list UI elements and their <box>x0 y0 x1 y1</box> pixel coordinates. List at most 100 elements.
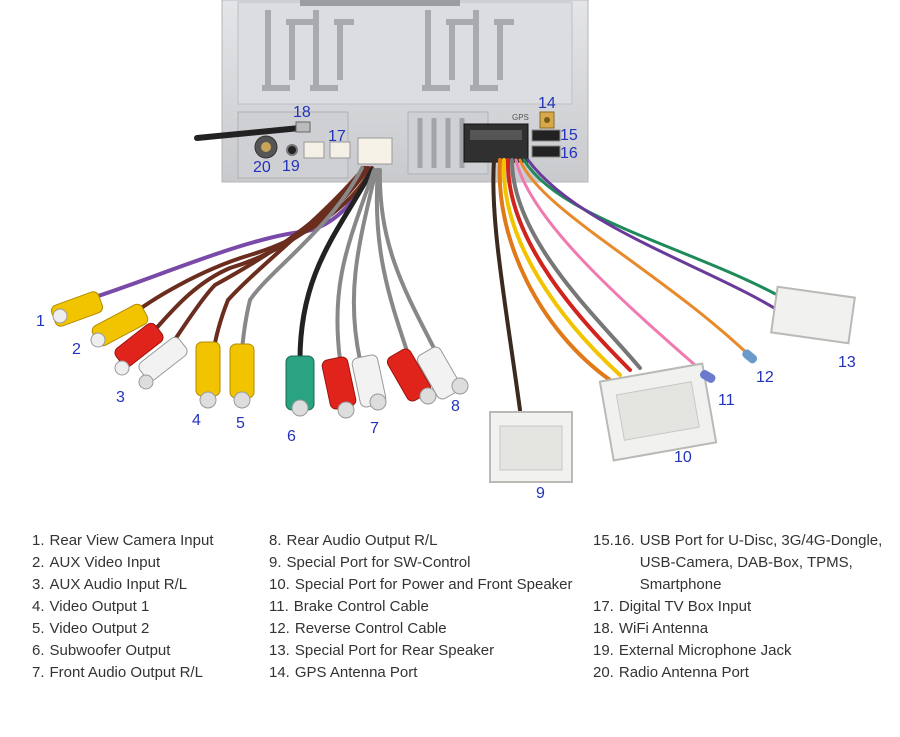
legend-item: 3.AUX Audio Input R/L <box>32 574 252 596</box>
rca-plug-8-red <box>386 348 437 405</box>
rca-plug-7-red <box>321 356 357 419</box>
wiring-diagram: GPS <box>36 0 856 502</box>
callout-11: 11 <box>718 392 735 409</box>
rca-plug-1 <box>50 291 104 327</box>
digital-tv-box-input <box>303 141 351 159</box>
microphone-jack <box>286 144 298 156</box>
callout-18: 18 <box>293 104 311 121</box>
legend-item: 11.Brake Control Cable <box>269 596 589 618</box>
rca-plug-3-red <box>114 322 164 376</box>
legend-item-text: External Microphone Jack <box>618 642 792 659</box>
gps-port-label: GPS <box>512 113 529 122</box>
callout-8: 8 <box>451 398 460 415</box>
legend-item-text: Digital TV Box Input <box>618 598 752 615</box>
callout-10: 10 <box>674 449 692 466</box>
legend-item: 5.Video Output 2 <box>32 618 252 640</box>
power-speaker-connector <box>598 362 718 462</box>
callout-15: 15 <box>560 127 578 144</box>
legend-item-number: 8. <box>269 532 282 549</box>
callout-2: 2 <box>72 341 81 358</box>
legend-item-number: 19. <box>593 642 614 659</box>
legend-item-text: Brake Control Cable <box>293 598 429 615</box>
wifi-antenna-cable <box>194 121 311 141</box>
legend-item-number: 20. <box>593 664 614 681</box>
usb-ports <box>531 129 561 158</box>
rca-plug-7-white <box>351 354 387 411</box>
callout-13: 13 <box>838 354 856 371</box>
legend-item-text: Reverse Control Cable <box>294 620 447 637</box>
legend-item-number: 11. <box>269 598 289 615</box>
power-harness-socket <box>463 123 529 163</box>
legend-item: 2.AUX Video Input <box>32 552 252 574</box>
callout-17: 17 <box>328 128 346 145</box>
legend-item-number: 9. <box>269 554 282 571</box>
legend-item-text: Radio Antenna Port <box>618 664 749 681</box>
legend-item-text: AUX Audio Input R/L <box>49 576 188 593</box>
legend-item: 13.Special Port for Rear Speaker <box>269 640 589 662</box>
legend-item-text: Front Audio Output R/L <box>49 664 203 681</box>
rca-harness-socket <box>357 137 393 165</box>
legend-item-number: 15.16. <box>593 532 635 549</box>
legend-item: 18.WiFi Antenna <box>593 618 893 640</box>
rca-plug-8-white <box>416 346 469 400</box>
legend-item-text: Video Output 1 <box>49 598 150 615</box>
legend-item-number: 13. <box>269 642 290 659</box>
head-unit-chassis <box>221 0 589 183</box>
legend-item-number: 3. <box>32 576 45 593</box>
legend-item-number: 1. <box>32 532 45 549</box>
legend-item-text: AUX Video Input <box>49 554 161 571</box>
callout-labels: 1 2 3 4 5 6 7 8 9 10 11 12 13 14 15 16 1… <box>36 95 856 502</box>
callout-20: 20 <box>253 159 271 176</box>
legend-item: 6.Subwoofer Output <box>32 640 252 662</box>
legend-item-text: Special Port for SW-Control <box>286 554 471 571</box>
callout-3: 3 <box>116 389 125 406</box>
sw-control-connector <box>489 411 573 483</box>
legend-item-text: Video Output 2 <box>49 620 150 637</box>
callout-16: 16 <box>560 145 578 162</box>
rca-plug-6 <box>285 355 315 417</box>
callout-1: 1 <box>36 313 45 330</box>
legend-item-number: 7. <box>32 664 45 681</box>
callout-4: 4 <box>192 412 201 429</box>
legend-item: 1.Rear View Camera Input <box>32 530 252 552</box>
legend-item-text: USB Port for U-Disc, 3G/4G-Dongle, USB-C… <box>639 532 883 593</box>
callout-14: 14 <box>538 95 556 112</box>
legend-item: 20.Radio Antenna Port <box>593 662 893 684</box>
legend-item-text: Rear Audio Output R/L <box>286 532 438 549</box>
power-cable-bundle <box>491 158 792 412</box>
legend-item-number: 10. <box>269 576 290 593</box>
legend-item: 4.Video Output 1 <box>32 596 252 618</box>
legend-item-text: GPS Antenna Port <box>294 664 418 681</box>
legend-item-number: 12. <box>269 620 290 637</box>
radio-antenna-port <box>254 135 278 159</box>
callout-7: 7 <box>370 420 379 437</box>
legend-column-3: 15.16.USB Port for U-Disc, 3G/4G-Dongle,… <box>593 530 893 684</box>
rca-cable-bundle <box>84 166 442 363</box>
rca-plug-3-white <box>138 336 188 390</box>
callout-19: 19 <box>282 158 300 175</box>
legend-item-number: 4. <box>32 598 45 615</box>
legend-item: 7.Front Audio Output R/L <box>32 662 252 684</box>
rca-plug-4 <box>195 341 221 409</box>
gps-antenna-port: GPS <box>512 111 555 129</box>
legend-item-number: 5. <box>32 620 45 637</box>
legend-item-number: 2. <box>32 554 45 571</box>
legend-item-text: WiFi Antenna <box>618 620 709 637</box>
callout-9: 9 <box>536 485 545 502</box>
legend-item-number: 14. <box>269 664 290 681</box>
legend-item-text: Subwoofer Output <box>49 642 171 659</box>
rca-plug-5 <box>229 343 255 409</box>
callout-5: 5 <box>236 415 245 432</box>
brake-control-cable-end <box>700 370 716 383</box>
legend-item: 9.Special Port for SW-Control <box>269 552 589 574</box>
legend-item: 17.Digital TV Box Input <box>593 596 893 618</box>
legend-item: 14.GPS Antenna Port <box>269 662 589 684</box>
legend-item-text: Special Port for Power and Front Speaker <box>294 576 573 593</box>
legend-item: 19.External Microphone Jack <box>593 640 893 662</box>
legend-item: 8.Rear Audio Output R/L <box>269 530 589 552</box>
legend-item: 10.Special Port for Power and Front Spea… <box>269 574 589 596</box>
legend-item-number: 6. <box>32 642 45 659</box>
reverse-control-cable-end <box>742 349 758 364</box>
